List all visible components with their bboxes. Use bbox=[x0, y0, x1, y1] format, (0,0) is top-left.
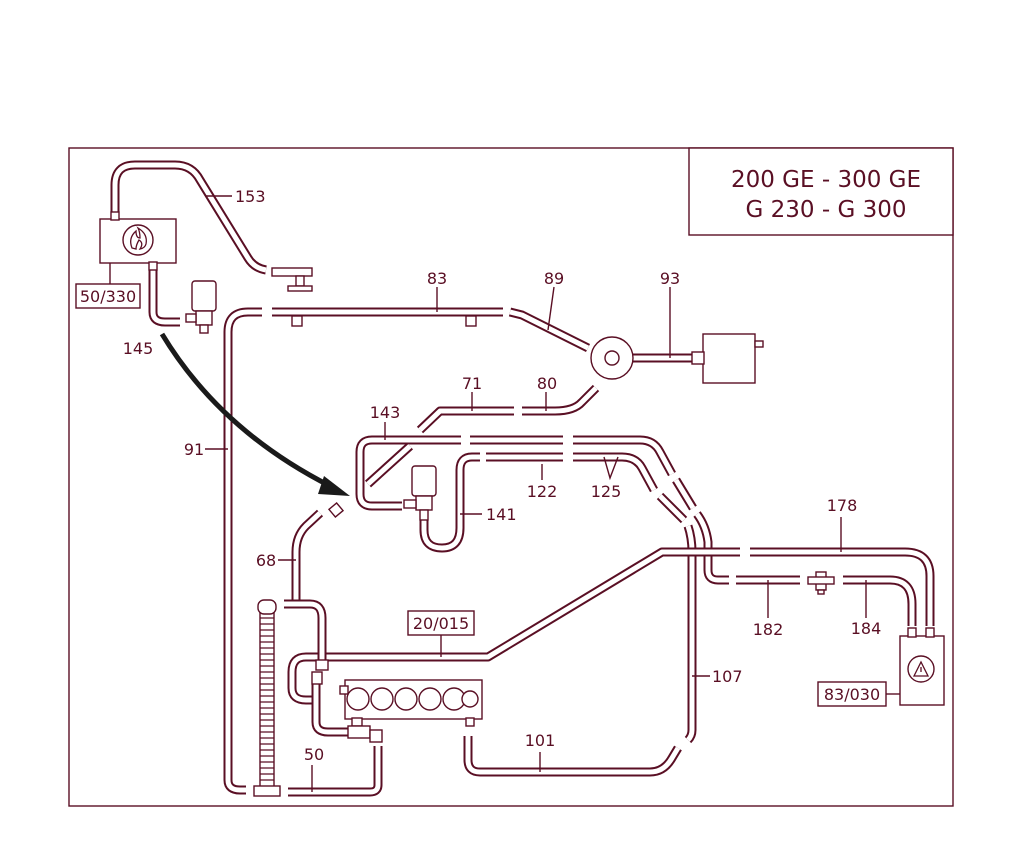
t-fitting-upper bbox=[271, 267, 313, 292]
ref-box-83-030 bbox=[817, 681, 887, 707]
round-distributor bbox=[590, 336, 634, 380]
engine-block bbox=[311, 659, 483, 743]
part-50: 50 bbox=[304, 745, 324, 764]
part-184: 184 bbox=[851, 619, 882, 638]
reservoir-unit bbox=[899, 627, 945, 706]
part-143: 143 bbox=[370, 403, 401, 422]
part-83: 83 bbox=[427, 269, 447, 288]
part-141: 141 bbox=[486, 505, 517, 524]
fuel-flame-icon bbox=[122, 224, 154, 256]
warning-triangle-icon bbox=[907, 655, 935, 683]
part-91: 91 bbox=[184, 440, 204, 459]
ref-box-50-330 bbox=[75, 283, 141, 309]
part-89: 89 bbox=[544, 269, 564, 288]
part-80: 80 bbox=[537, 374, 557, 393]
hose-83-fittings bbox=[291, 315, 477, 327]
part-178: 178 bbox=[827, 496, 858, 515]
title-box bbox=[688, 147, 954, 236]
title-line-2: G 230 - G 300 bbox=[746, 197, 907, 223]
part-122: 122 bbox=[527, 482, 558, 501]
fuel-tank bbox=[99, 211, 177, 271]
fitting-68 bbox=[327, 501, 345, 519]
part-93: 93 bbox=[660, 269, 680, 288]
hoses bbox=[110, 160, 935, 797]
part-71: 71 bbox=[462, 374, 482, 393]
part-153: 153 bbox=[235, 187, 266, 206]
vacuum-valve-upper bbox=[185, 280, 217, 334]
ref-label-20-015: 20/015 bbox=[413, 614, 469, 633]
title-line-1: 200 GE - 300 GE bbox=[731, 167, 921, 193]
diagram-frame bbox=[68, 147, 954, 807]
part-107: 107 bbox=[712, 667, 743, 686]
ref-label-83-030: 83/030 bbox=[824, 685, 880, 704]
part-145: 145 bbox=[123, 339, 154, 358]
direction-arrow bbox=[159, 332, 350, 496]
actuator-unit bbox=[691, 333, 764, 384]
part-125: 125 bbox=[591, 482, 622, 501]
ref-label-50-330: 50/330 bbox=[80, 287, 136, 306]
part-68: 68 bbox=[256, 551, 276, 570]
vacuum-valve-lower bbox=[403, 465, 437, 521]
ref-box-20-015 bbox=[407, 610, 475, 636]
corrugated-hose bbox=[253, 599, 281, 797]
leader-lines bbox=[109, 195, 900, 792]
part-101: 101 bbox=[525, 731, 556, 750]
part-182: 182 bbox=[753, 620, 784, 639]
inline-check-valve bbox=[807, 571, 835, 595]
